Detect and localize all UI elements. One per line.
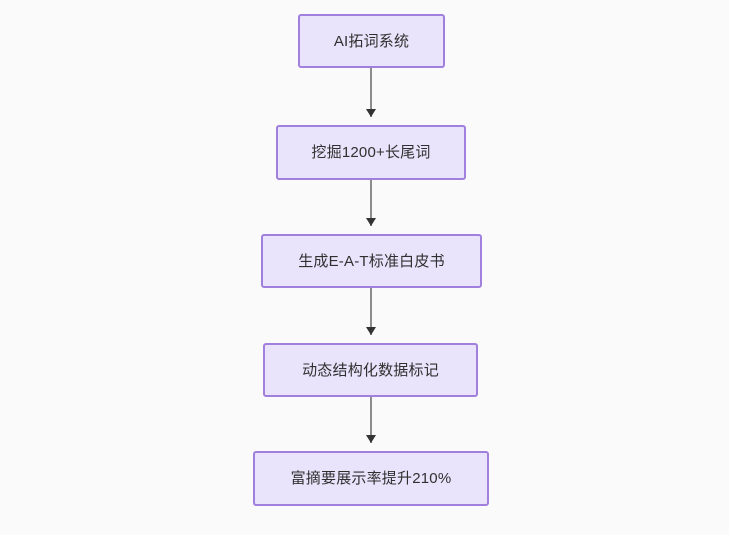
flow-node-label: 挖掘1200+长尾词 — [311, 144, 431, 161]
flow-node-dynamic-structured-data-markup[interactable]: 动态结构化数据标记 — [263, 343, 478, 397]
flow-node-label: AI拓词系统 — [333, 32, 410, 50]
arrow-down-icon — [366, 327, 376, 335]
edge-line — [370, 68, 372, 117]
edge-line — [370, 288, 372, 335]
arrow-down-icon — [366, 218, 376, 226]
flow-node-label: 富摘要展示率提升210% — [290, 470, 452, 487]
flow-node-rich-snippet-impression-lift[interactable]: 富摘要展示率提升210% — [253, 451, 489, 506]
arrow-down-icon — [366, 109, 376, 117]
flow-node-generate-eat-whitepaper[interactable]: 生成E-A-T标准白皮书 — [261, 234, 482, 288]
arrow-down-icon — [366, 435, 376, 443]
flow-node-mine-longtail-keywords[interactable]: 挖掘1200+长尾词 — [276, 125, 466, 180]
flow-node-label: 生成E-A-T标准白皮书 — [298, 252, 445, 270]
edge-line — [370, 397, 372, 443]
flow-node-ai-keyword-system[interactable]: AI拓词系统 — [298, 14, 445, 68]
flow-node-label: 动态结构化数据标记 — [302, 361, 439, 379]
edge-line — [370, 180, 372, 226]
